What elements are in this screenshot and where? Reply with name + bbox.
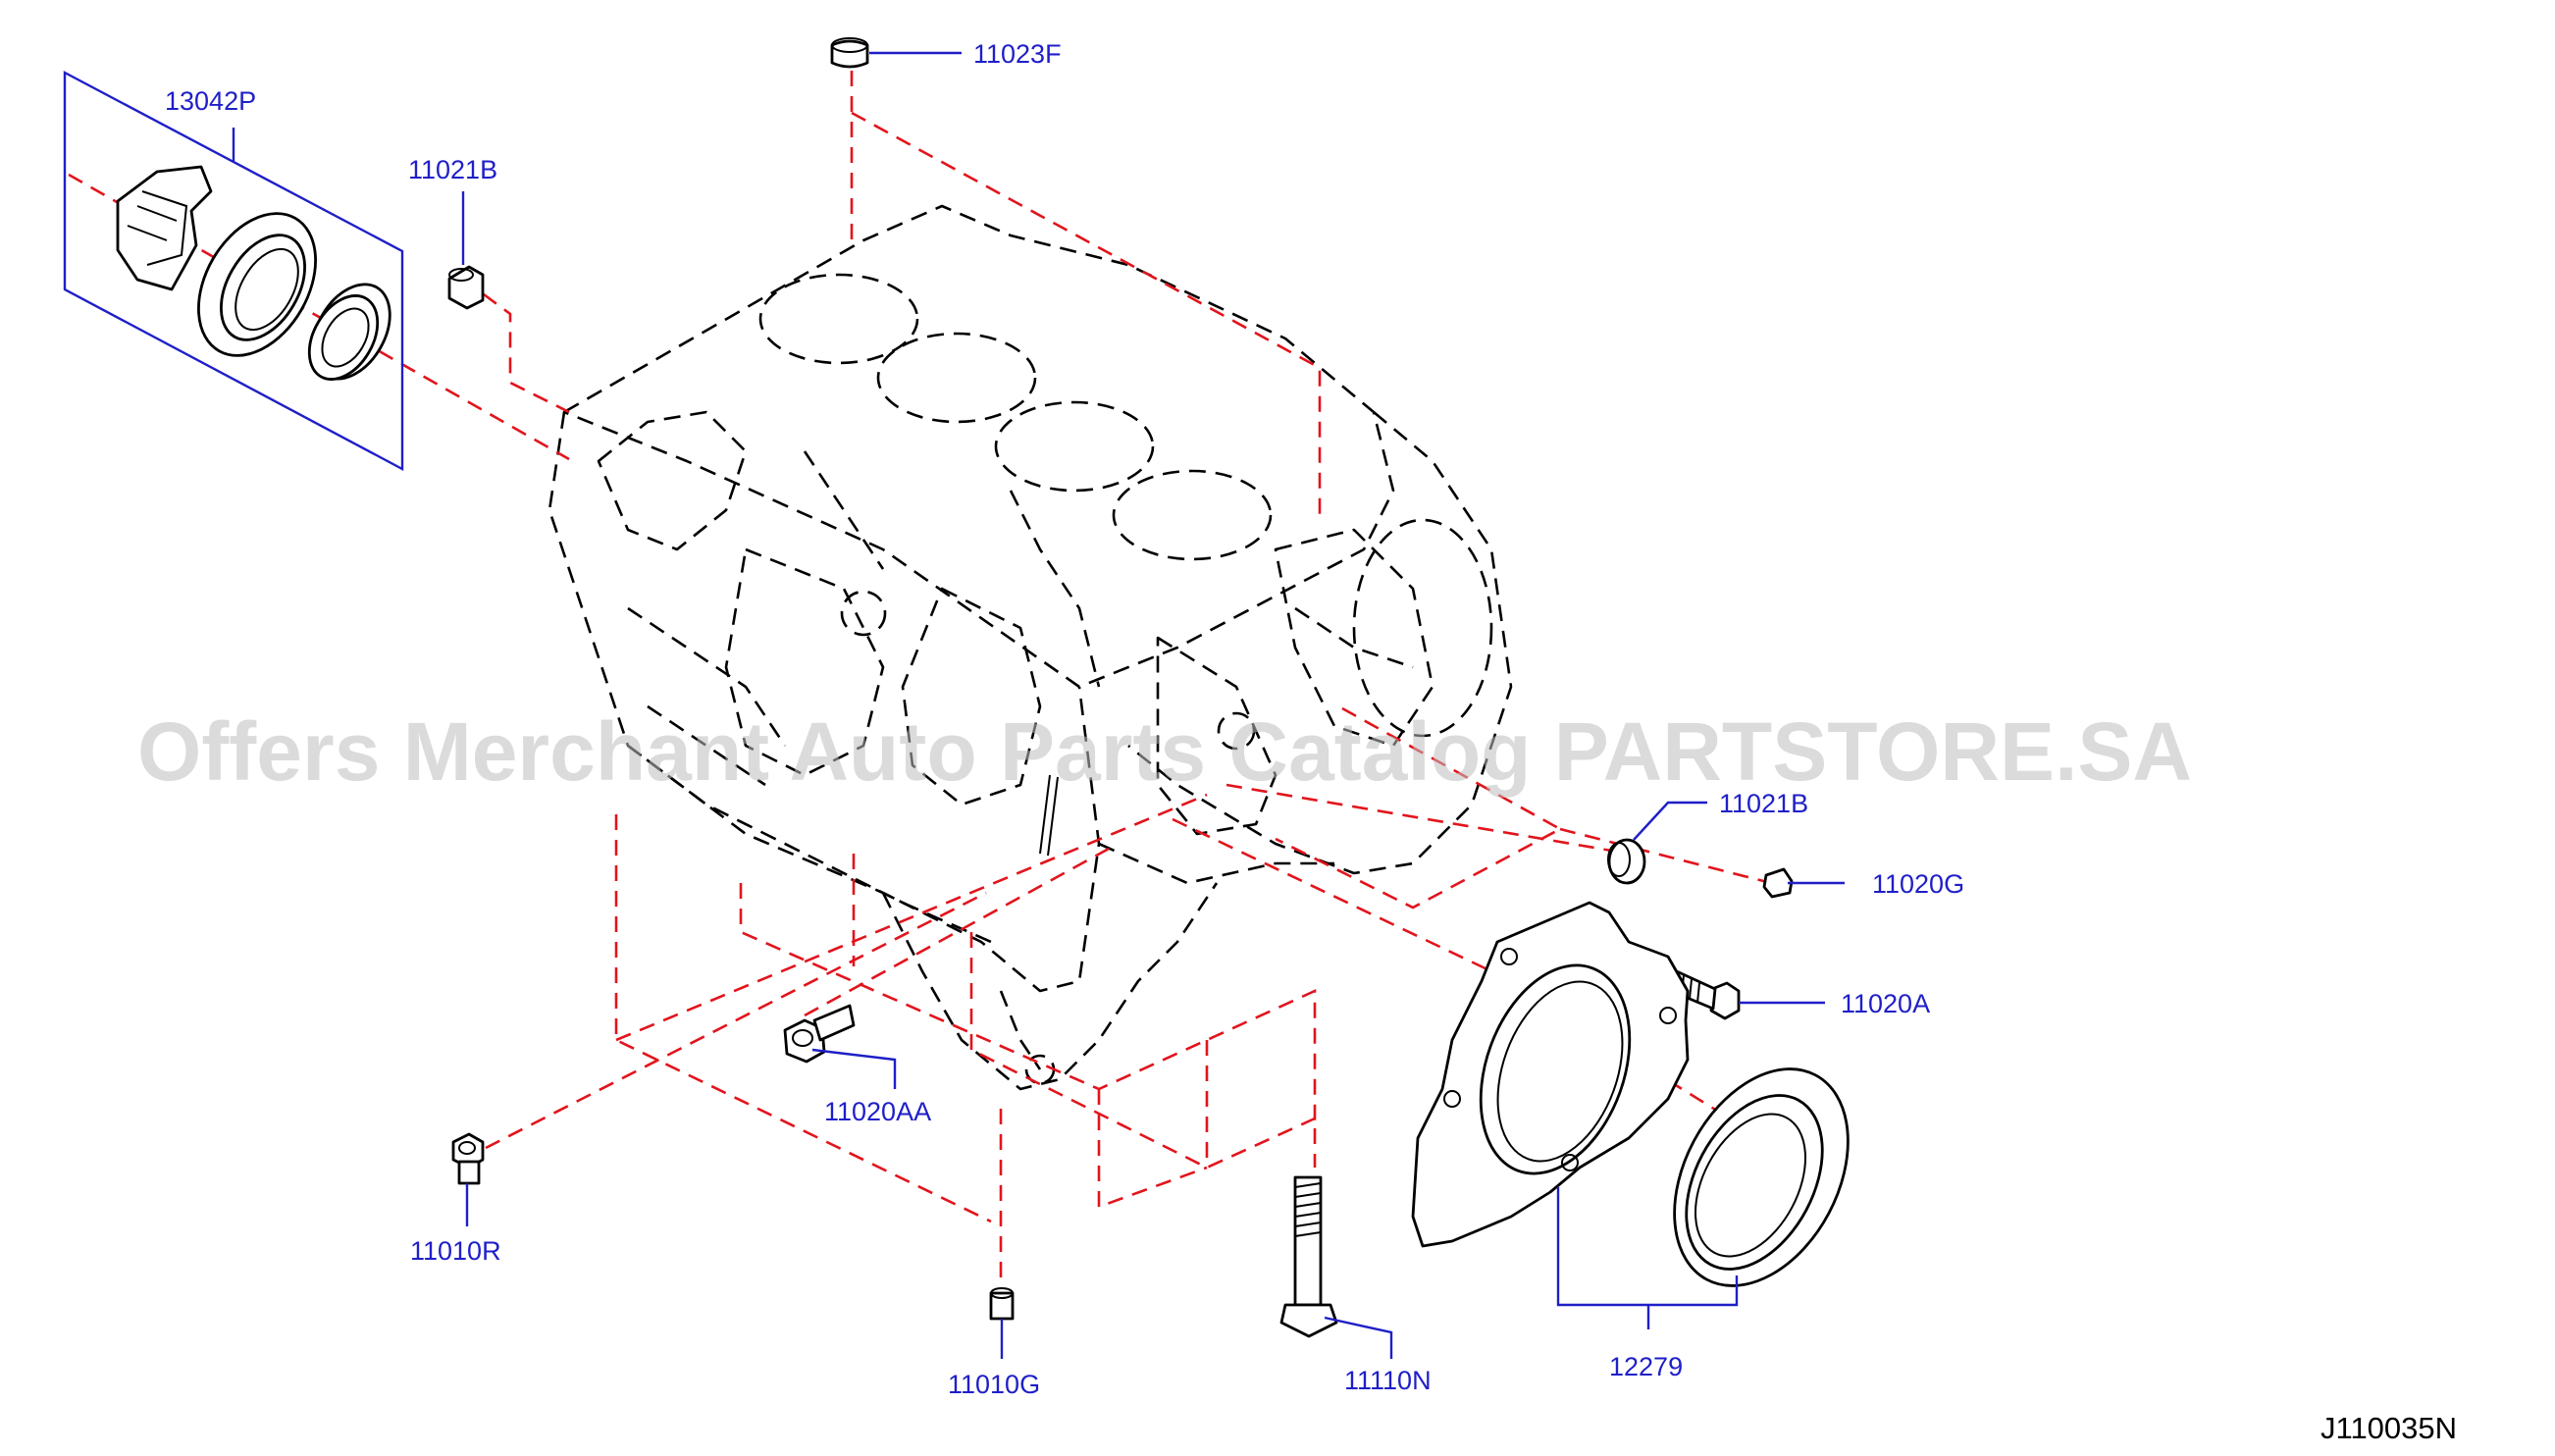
plug-11021B-right[interactable] (1607, 838, 1646, 885)
dowel-11010G[interactable] (989, 1287, 1015, 1321)
phantom-lines (68, 71, 1826, 1285)
part-labels: 13042P 11021B 11023F 11021B 11020G 11020… (165, 39, 1964, 1399)
bolt-11020AA[interactable] (783, 1004, 856, 1064)
plug-11010R[interactable] (451, 1132, 485, 1185)
label-11021B-top[interactable]: 11021B (408, 155, 497, 184)
label-11010G[interactable]: 11010G (948, 1370, 1040, 1399)
cylinder-block (548, 204, 1513, 1091)
label-11021B-right[interactable]: 11021B (1719, 789, 1808, 818)
diagram-code: J110035N (2320, 1411, 2457, 1445)
label-11010R[interactable]: 11010R (410, 1236, 501, 1266)
leader-lines (232, 51, 1845, 1359)
dowel-11020G[interactable] (1762, 867, 1794, 899)
label-12279[interactable]: 12279 (1609, 1352, 1683, 1381)
label-11110N[interactable]: 11110N (1344, 1366, 1432, 1395)
plug-11021B-top[interactable] (447, 265, 485, 310)
seal-kit-13042P[interactable] (63, 71, 405, 471)
rear-seal-retainer-12279[interactable] (1411, 901, 1883, 1316)
label-13042P[interactable]: 13042P (165, 86, 256, 116)
watermark: Offers Merchant Auto Parts Catalog PARTS… (137, 705, 2192, 798)
bolt-11110N[interactable] (1279, 1175, 1338, 1338)
label-11020AA[interactable]: 11020AA (824, 1097, 931, 1126)
label-11020G[interactable]: 11020G (1872, 869, 1964, 899)
label-11023F[interactable]: 11023F (973, 39, 1062, 69)
dowel-11023F[interactable] (830, 37, 869, 69)
label-11020A[interactable]: 11020A (1841, 989, 1930, 1018)
